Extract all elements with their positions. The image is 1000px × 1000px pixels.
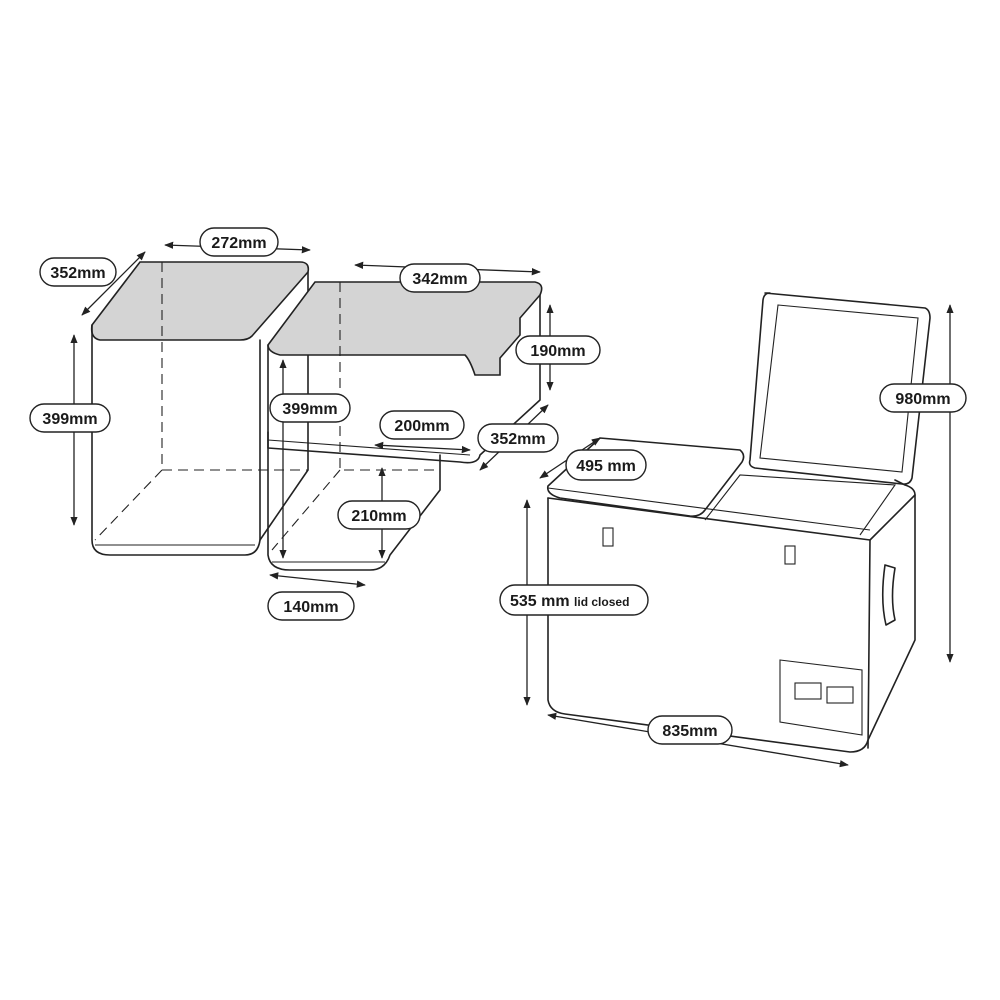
svg-text:352mm: 352mm: [50, 265, 105, 282]
control-panel: [779, 659, 863, 736]
svg-text:399mm: 399mm: [282, 401, 337, 418]
latch-icon: [784, 545, 796, 565]
svg-text:200mm: 200mm: [394, 418, 449, 435]
label-basket2-lower-height: 210mm: [337, 500, 421, 530]
display-icon: [826, 686, 854, 704]
svg-text:495 mm: 495 mm: [576, 458, 636, 475]
svg-text:535 mm lid closed: 535 mm lid closed: [510, 593, 629, 610]
label-basket2-height: 399mm: [269, 393, 351, 423]
svg-text:140mm: 140mm: [283, 599, 338, 616]
svg-text:342mm: 342mm: [412, 271, 467, 288]
svg-text:980mm: 980mm: [895, 391, 950, 408]
svg-text:190mm: 190mm: [530, 343, 585, 360]
label-basket2-step-width: 200mm: [379, 410, 465, 440]
svg-text:835mm: 835mm: [662, 723, 717, 740]
label-basket2-depth: 352mm: [477, 423, 559, 453]
label-fridge-width: 835mm: [647, 715, 733, 745]
svg-text:272mm: 272mm: [211, 235, 266, 252]
svg-text:352mm: 352mm: [490, 431, 545, 448]
label-basket2-width: 342mm: [399, 263, 481, 293]
svg-text:210mm: 210mm: [351, 508, 406, 525]
label-fridge-closed-height: 535 mm lid closed: [499, 584, 649, 616]
label-fridge-open-height: 980mm: [879, 383, 967, 413]
basket-stepped: [267, 281, 543, 571]
label-fridge-depth: 495 mm: [565, 449, 647, 481]
svg-text:399mm: 399mm: [42, 411, 97, 428]
display-icon: [794, 682, 822, 700]
label-basket1-width: 272mm: [199, 227, 279, 257]
side-handle-icon: [881, 564, 896, 626]
label-basket2-lower-width: 140mm: [267, 591, 355, 621]
label-basket2-step-height: 190mm: [515, 335, 601, 365]
label-basket1-height: 399mm: [29, 403, 111, 433]
latch-icon: [602, 527, 614, 547]
fridge: [546, 292, 931, 753]
label-basket1-depth: 352mm: [39, 257, 117, 287]
